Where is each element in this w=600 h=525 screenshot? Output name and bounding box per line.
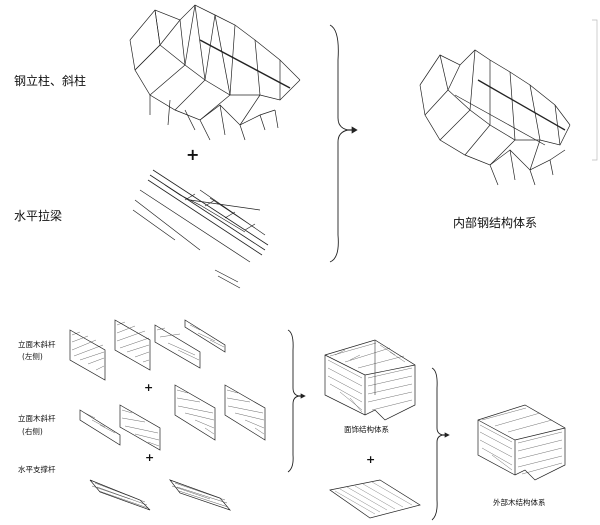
label-internal-steel: 内部钢结构体系: [453, 216, 538, 230]
label-left-facade-side: (左侧): [22, 352, 43, 361]
horizontal-beams-drawing: [132, 169, 269, 289]
label-left-facade: 立面木斜杆: [18, 340, 56, 349]
steel-columns-drawing: [129, 4, 301, 141]
label-horizontal-beams: 水平拉梁: [14, 209, 63, 223]
label-facade-structure: 面饰结构体系: [344, 425, 389, 434]
internal-steel-drawing: [419, 49, 571, 186]
plus-sign-bottom-1: +: [144, 381, 154, 394]
label-horizontal-brace: 水平支撑杆: [18, 465, 56, 474]
right-facade-hatch: [84, 389, 265, 447]
left-facade-drawing: [69, 319, 226, 381]
label-external-timber: 外部木结构体系: [493, 498, 546, 507]
plus-sign-bottom-3: +: [366, 453, 376, 466]
plus-sign-bottom-2: +: [145, 451, 155, 464]
label-right-facade-side: (右侧): [22, 427, 43, 436]
right-facade-drawing: [79, 384, 266, 451]
label-right-facade: 立面木斜杆: [18, 414, 56, 423]
plus-sign-top: +: [186, 145, 200, 164]
facade-structure-drawing: [324, 339, 416, 421]
flat-panel-drawing: [329, 479, 421, 519]
left-facade-hatch: [71, 321, 225, 371]
external-timber-drawing: [477, 404, 566, 481]
label-steel-columns: 钢立柱、斜柱: [14, 74, 87, 88]
horizontal-brace-drawing: [89, 479, 232, 511]
